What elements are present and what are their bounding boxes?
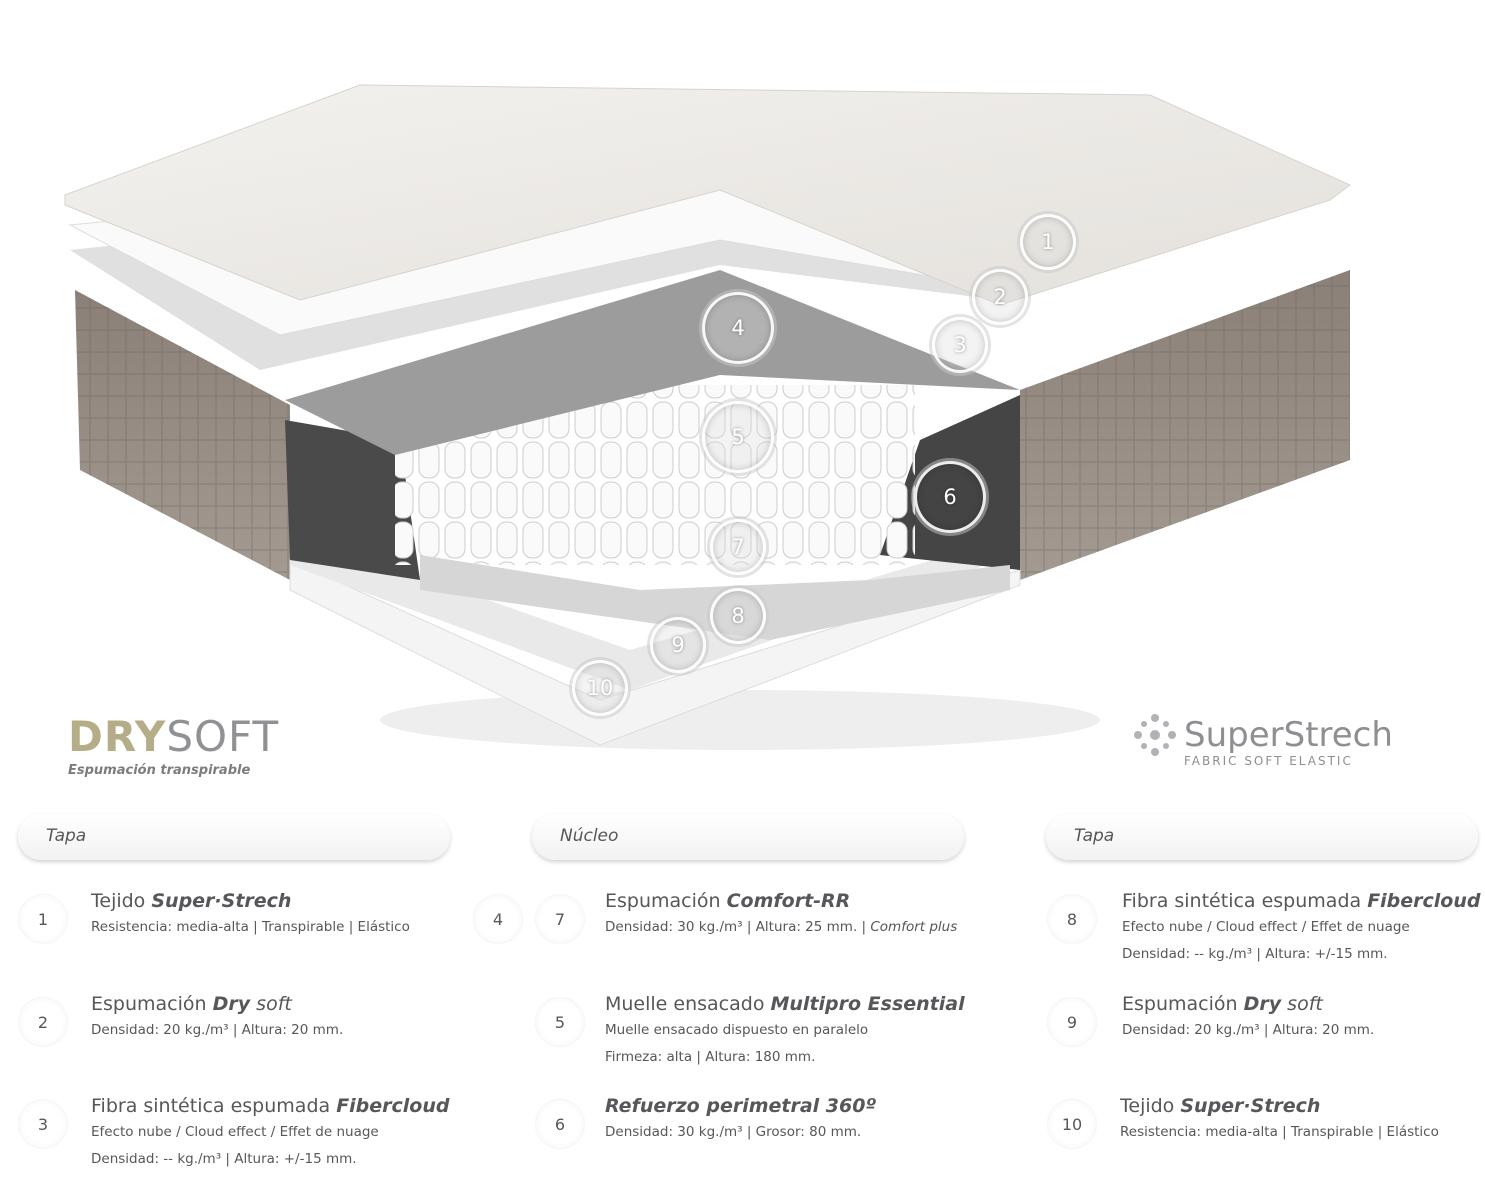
spec-item: Tejido Super·Strech Resistencia: media-a… — [1120, 1095, 1439, 1140]
item-number: 9 — [1048, 998, 1096, 1046]
layer-marker-4[interactable]: 4 — [702, 292, 774, 364]
item-number: 1 — [19, 895, 67, 943]
layer-marker-7[interactable]: 7 — [710, 519, 766, 575]
layer-marker-3[interactable]: 3 — [932, 317, 988, 373]
item-number: 6 — [536, 1100, 584, 1148]
spec-item: Refuerzo perimetral 360º Densidad: 30 kg… — [605, 1095, 877, 1140]
perimeter-reinforcement — [285, 420, 420, 580]
spec-item: Muelle ensacado Multipro Essential Muell… — [605, 993, 965, 1065]
layer-marker-9[interactable]: 9 — [650, 617, 706, 673]
spec-item: Fibra sintética espumada Fibercloud Efec… — [91, 1095, 450, 1167]
item-number: 7 — [536, 895, 584, 943]
layer-marker-6[interactable]: 6 — [914, 461, 986, 533]
superstrech-logo: SuperStrech FABRIC SOFT ELASTIC — [1132, 712, 1393, 768]
layer-marker-10[interactable]: 10 — [572, 660, 628, 716]
layer-marker-5[interactable]: 5 — [702, 401, 774, 473]
item-number: 10 — [1048, 1100, 1096, 1148]
section-header-tapa-top: Tapa — [18, 814, 450, 860]
spec-item: Fibra sintética espumada Fibercloud Efec… — [1122, 890, 1481, 962]
item-number: 3 — [19, 1100, 67, 1148]
section-header-tapa-bottom: Tapa — [1046, 814, 1478, 860]
item-number: 2 — [19, 998, 67, 1046]
item-number: 4 — [474, 895, 522, 943]
spec-item: Espumación Comfort-RR Densidad: 30 kg./m… — [605, 890, 958, 935]
mattress-cutaway-illustration — [64, 84, 1351, 750]
molecule-icon — [1134, 714, 1176, 756]
layer-marker-1[interactable]: 1 — [1020, 214, 1076, 270]
spec-item: Espumación Dry soft Densidad: 20 kg./m³ … — [91, 993, 344, 1038]
section-header-nucleo: Núcleo — [532, 814, 964, 860]
layer-marker-2[interactable]: 2 — [972, 269, 1028, 325]
drysoft-logo: DRYSOFT Espumación transpirable — [68, 712, 280, 778]
item-number: 5 — [536, 998, 584, 1046]
item-number: 8 — [1048, 895, 1096, 943]
spec-item: Espumación Dry soft Densidad: 20 kg./m³ … — [1122, 993, 1375, 1038]
spec-item: Tejido Super·Strech Resistencia: media-a… — [91, 890, 410, 935]
layer-marker-8[interactable]: 8 — [710, 588, 766, 644]
